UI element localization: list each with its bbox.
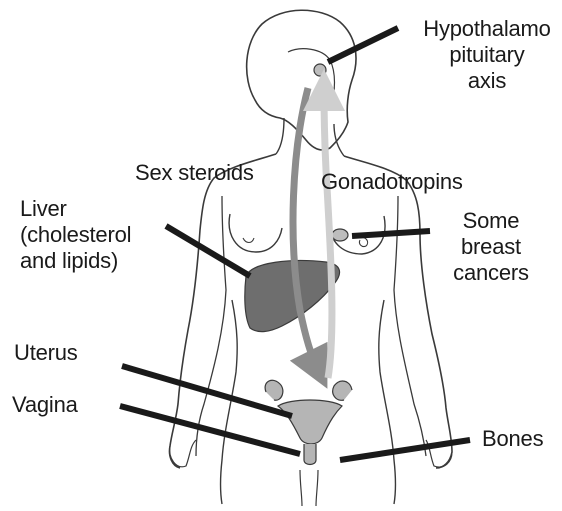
label-liver-line2: (cholesterol [20, 222, 131, 248]
leader-liver [166, 226, 250, 276]
label-hypothalamo-line1: Hypothalamo [414, 16, 560, 42]
label-gonadotropins: Gonadotropins [321, 169, 463, 195]
gonadotropins-arrow [324, 90, 332, 378]
uterus-icon [278, 400, 342, 444]
breast-tumor-icon [332, 229, 348, 241]
neck-outline [276, 118, 344, 156]
label-breast-line2: breast [436, 234, 546, 260]
arm-inner-left [196, 196, 226, 456]
label-liver: Liver (cholesterol and lipids) [20, 196, 131, 274]
label-bones: Bones [482, 426, 543, 452]
sex-steroids-arrow [293, 88, 318, 370]
leader-hypothalamo [328, 28, 398, 62]
ovaries-icon [265, 380, 352, 400]
waist-outline-right [379, 300, 396, 504]
label-breast-line1: Some [436, 208, 546, 234]
leader-breast [352, 231, 430, 236]
right-nipple [359, 238, 367, 247]
leg-gap [300, 470, 318, 506]
label-hypothalamo: Hypothalamo pituitary axis [414, 16, 560, 94]
label-hypothalamo-line3: axis [414, 68, 560, 94]
label-sex-steroids: Sex steroids [135, 160, 254, 186]
left-hand [170, 440, 196, 467]
label-breast-cancers: Some breast cancers [436, 208, 546, 286]
pituitary-icon [314, 64, 326, 76]
left-breast [229, 214, 282, 252]
label-uterus: Uterus [14, 340, 78, 366]
label-vagina: Vagina [12, 392, 78, 418]
label-hypothalamo-line2: pituitary [414, 42, 560, 68]
label-breast-line3: cancers [436, 260, 546, 286]
vagina-icon [304, 444, 316, 465]
left-nipple [243, 238, 254, 243]
label-liver-line1: Liver [20, 196, 131, 222]
label-liver-line3: and lipids) [20, 248, 131, 274]
